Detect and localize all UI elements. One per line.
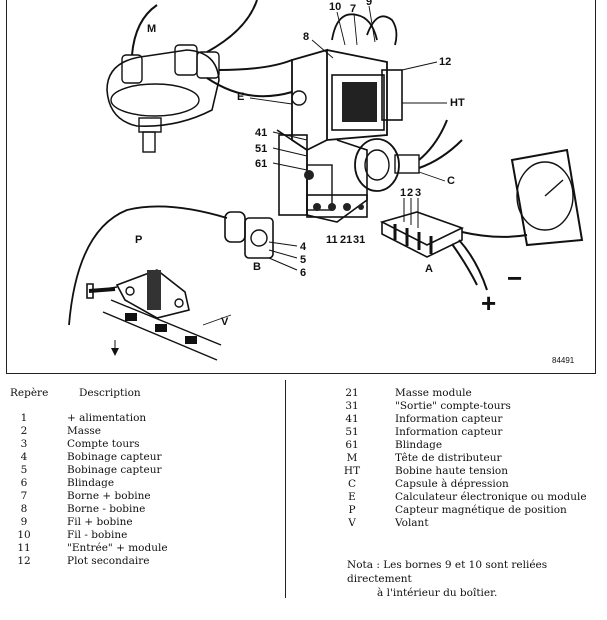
legend-description: Masse bbox=[67, 425, 102, 437]
legend-number: 31 bbox=[345, 400, 359, 412]
connector-a-drawing bbox=[379, 198, 528, 291]
legend-number: 12 bbox=[17, 555, 31, 567]
label-2: 2 bbox=[407, 187, 413, 199]
label-8: 8 bbox=[303, 31, 309, 43]
diagram-figure: M 10 7 9 8 12 E HT 41 51 61 C 1 2 3 11 2… bbox=[6, 0, 596, 374]
legend-description: Volant bbox=[395, 517, 429, 529]
legend-number: 5 bbox=[20, 464, 28, 476]
legend-description: "Entrée" + module bbox=[67, 542, 168, 554]
module-drawing bbox=[276, 13, 403, 223]
label-61: 61 bbox=[255, 158, 267, 170]
legend-description: Bobine haute tension bbox=[395, 465, 509, 477]
legend-description: Borne - bobine bbox=[67, 503, 146, 515]
legend-number: 4 bbox=[20, 451, 28, 463]
label-v: V bbox=[221, 316, 229, 328]
legend-description: "Sortie" compte-tours bbox=[395, 400, 511, 412]
figure-reference: 84491 bbox=[552, 356, 575, 365]
legend-number: 41 bbox=[345, 413, 359, 425]
legend-number: 10 bbox=[17, 529, 31, 541]
legend-description: Compte tours bbox=[67, 438, 140, 450]
legend-number: E bbox=[348, 491, 356, 503]
label-12: 12 bbox=[439, 56, 451, 68]
legend-description: Fil + bobine bbox=[67, 516, 133, 528]
label-p: P bbox=[135, 234, 142, 246]
label-c: C bbox=[447, 175, 455, 187]
legend-number: 7 bbox=[20, 490, 28, 502]
legend-description: Calculateur électronique ou module bbox=[395, 491, 587, 503]
legend-description: Information capteur bbox=[395, 426, 503, 438]
label-e: E bbox=[237, 91, 244, 103]
sensor-connector-b-drawing bbox=[68, 205, 298, 326]
legend: Repère Description 1 + alimentation 2 Masse… bbox=[0, 380, 607, 620]
legend-number: C bbox=[347, 478, 357, 490]
label-9: 9 bbox=[366, 0, 372, 8]
legend-description: Borne + bobine bbox=[67, 490, 151, 502]
label-b: B bbox=[253, 261, 261, 273]
column-divider bbox=[285, 380, 286, 598]
legend-description: Bobinage capteur bbox=[67, 451, 162, 463]
legend-number: 1 bbox=[20, 412, 28, 424]
tachometer-drawing bbox=[510, 148, 584, 247]
label-a: A bbox=[425, 263, 433, 275]
legend-number: 21 bbox=[345, 387, 359, 399]
label-41: 41 bbox=[255, 127, 267, 139]
legend-description: Information capteur bbox=[395, 413, 503, 425]
label-10: 10 bbox=[329, 1, 341, 13]
exploded-view-drawing: M 10 7 9 8 12 E HT 41 51 61 C 1 2 3 11 2… bbox=[68, 0, 584, 365]
legend-description: Fil - bobine bbox=[67, 529, 128, 541]
legend-number: 2 bbox=[20, 425, 28, 437]
label-7: 7 bbox=[350, 3, 356, 15]
label-51: 51 bbox=[255, 143, 267, 155]
legend-description: Capsule à dépression bbox=[395, 478, 509, 490]
vacuum-capsule-drawing bbox=[354, 119, 463, 192]
legend-description: Blindage bbox=[67, 477, 115, 489]
note-line-1: Nota : Les bornes 9 et 10 sont reliées d… bbox=[347, 559, 548, 585]
label-4: 4 bbox=[300, 241, 307, 253]
legend-number: 51 bbox=[345, 426, 359, 438]
label-11: 11 bbox=[326, 234, 338, 246]
header-description: Description bbox=[79, 387, 141, 399]
legend-number: M bbox=[346, 452, 358, 464]
legend-number: 9 bbox=[20, 516, 28, 528]
label-ht: HT bbox=[450, 97, 465, 109]
legend-description: Capteur magnétique de position bbox=[395, 504, 567, 516]
legend-number: 3 bbox=[20, 438, 28, 450]
distributor-cap-drawing bbox=[106, 0, 293, 153]
legend-description: Tête de distributeur bbox=[395, 452, 502, 464]
label-5: 5 bbox=[300, 254, 306, 266]
legend-number: P bbox=[348, 504, 356, 516]
note-line-2: à l'intérieur du boîtier. bbox=[377, 587, 498, 599]
legend-description: Plot secondaire bbox=[67, 555, 150, 567]
label-31: 31 bbox=[353, 234, 365, 246]
label-6: 6 bbox=[300, 267, 306, 279]
note: Nota : Les bornes 9 et 10 sont reliées d… bbox=[347, 558, 607, 600]
legend-number: 61 bbox=[345, 439, 359, 451]
legend-number: V bbox=[348, 517, 356, 529]
legend-number: 11 bbox=[17, 542, 31, 554]
legend-number: 6 bbox=[20, 477, 28, 489]
plus-sign: + bbox=[481, 288, 496, 318]
position-sensor-drawing bbox=[86, 269, 222, 361]
minus-sign: − bbox=[507, 263, 522, 293]
label-1: 1 bbox=[400, 187, 406, 199]
legend-number: HT bbox=[343, 465, 361, 477]
legend-description: Masse module bbox=[395, 387, 472, 399]
header-repere: Repère bbox=[10, 387, 49, 399]
legend-description: + alimentation bbox=[67, 412, 147, 424]
label-21: 21 bbox=[340, 234, 352, 246]
legend-description: Blindage bbox=[395, 439, 443, 451]
label-m: M bbox=[147, 23, 156, 35]
legend-number: 8 bbox=[20, 503, 28, 515]
legend-description: Bobinage capteur bbox=[67, 464, 162, 476]
label-3: 3 bbox=[415, 187, 421, 199]
leader-lines bbox=[202, 5, 447, 326]
